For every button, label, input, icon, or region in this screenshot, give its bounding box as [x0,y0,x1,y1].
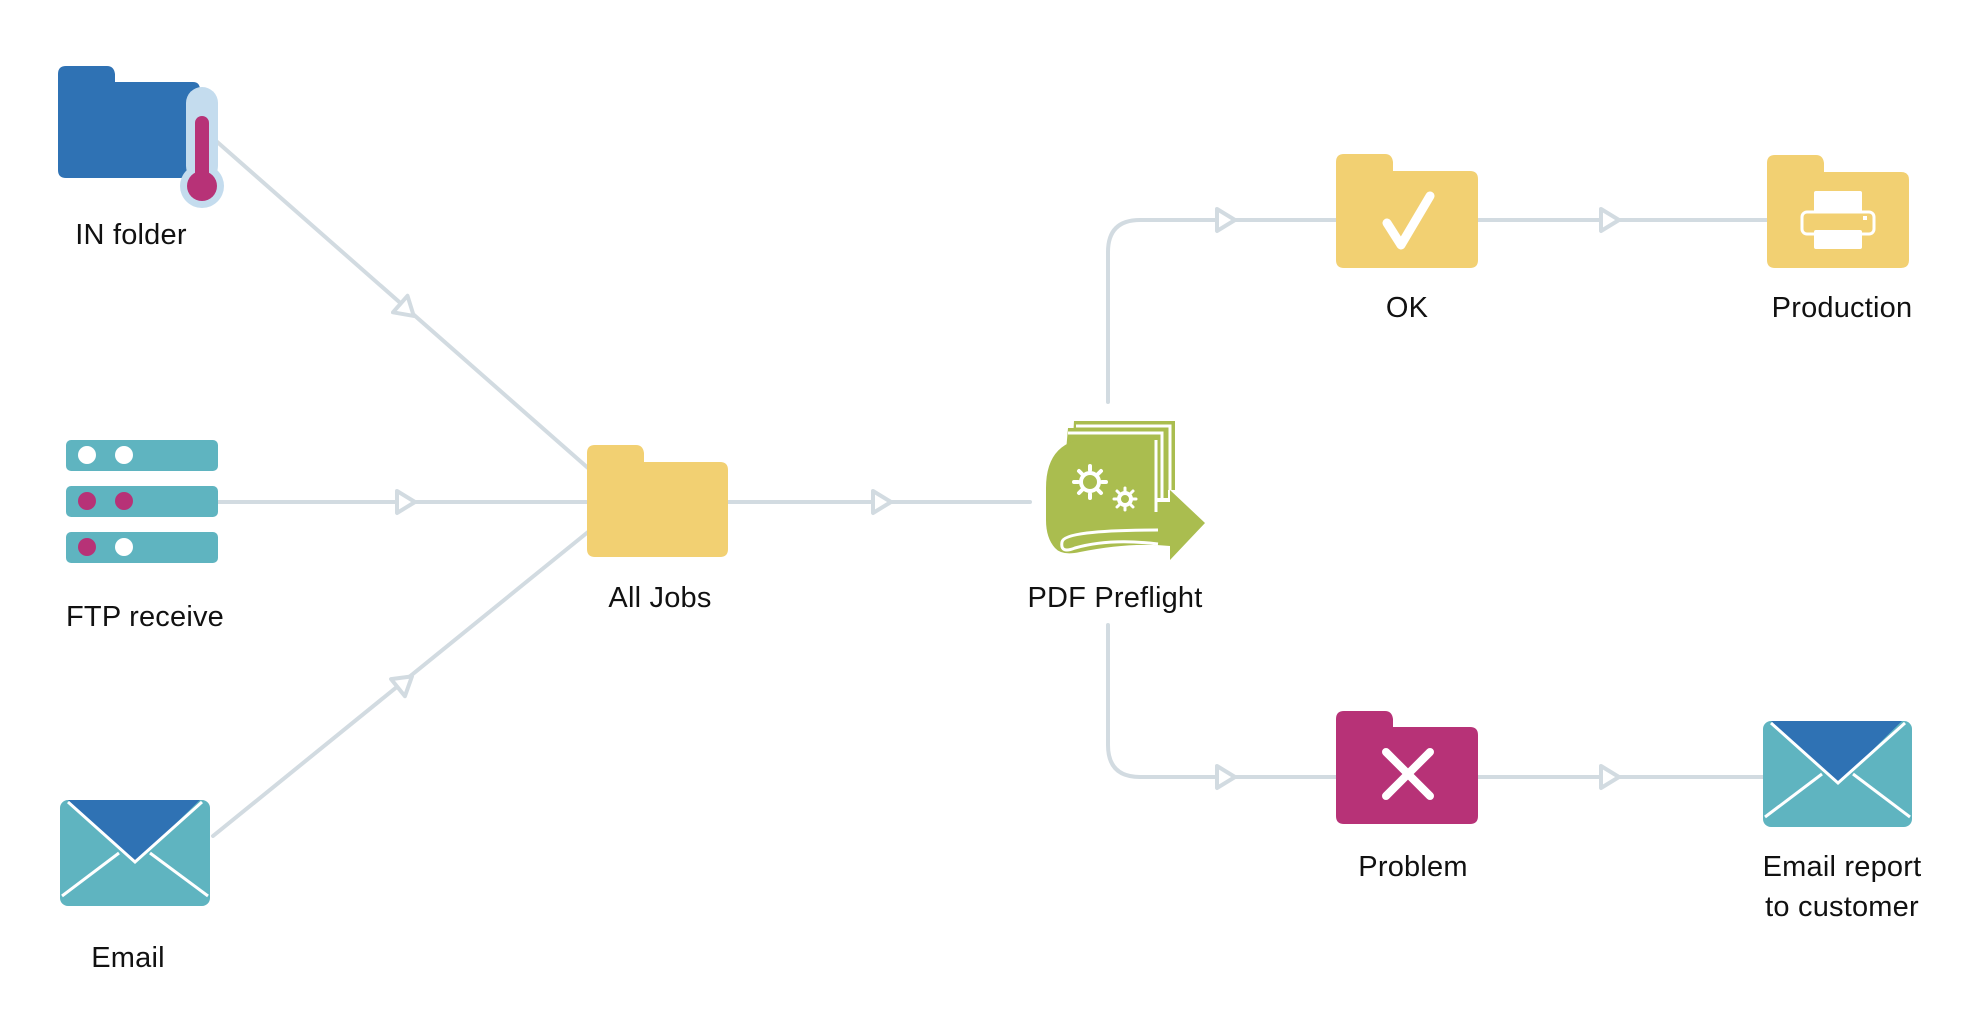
arrow-icon [1599,764,1621,790]
arrow-icon [871,489,893,515]
node-label-pdf-preflight: PDF Preflight [1027,582,1203,614]
node-label-in-folder: IN folder [75,219,187,251]
node-label-production: Production [1771,292,1913,324]
node-email[interactable] [60,800,210,906]
envelope-icon [60,800,210,906]
node-production[interactable] [1767,155,1909,268]
preflight-gears-icon [1046,421,1205,560]
arrow-icon [1215,764,1237,790]
node-label-email-report-line2: to customer [1765,891,1919,923]
node-problem[interactable] [1336,711,1478,824]
folder-icon [1336,154,1478,268]
node-all-jobs[interactable] [587,445,728,557]
node-in-folder[interactable] [58,66,224,208]
ftp-server-icon [66,440,218,563]
hot-folder-thermometer-icon [58,66,224,208]
arrow-icon [395,489,417,515]
node-ftp-receive[interactable] [66,440,218,563]
node-label-email-report-line1: Email report [1762,851,1922,883]
connector-preflight-to-problem[interactable] [1106,623,1338,779]
node-label-ok: OK [1385,292,1429,324]
printer-icon [1800,191,1876,249]
x-icon [1382,748,1434,800]
node-pdf-preflight[interactable] [1046,421,1205,560]
arrow-icon [389,674,414,699]
node-label-problem: Problem [1358,851,1468,883]
node-label-all-jobs: All Jobs [608,582,712,614]
arrow-icon [390,293,416,318]
node-ok[interactable] [1336,154,1478,268]
arrow-icon [1215,207,1237,233]
arrow-icon [1599,207,1621,233]
folder-icon [587,445,728,557]
node-label-ftp-receive: FTP receive [66,601,224,633]
envelope-icon [1763,721,1912,827]
connector-preflight-to-ok[interactable] [1106,218,1338,404]
node-label-email: Email [91,942,165,974]
node-email-report[interactable] [1763,721,1912,827]
check-icon [1382,191,1435,250]
